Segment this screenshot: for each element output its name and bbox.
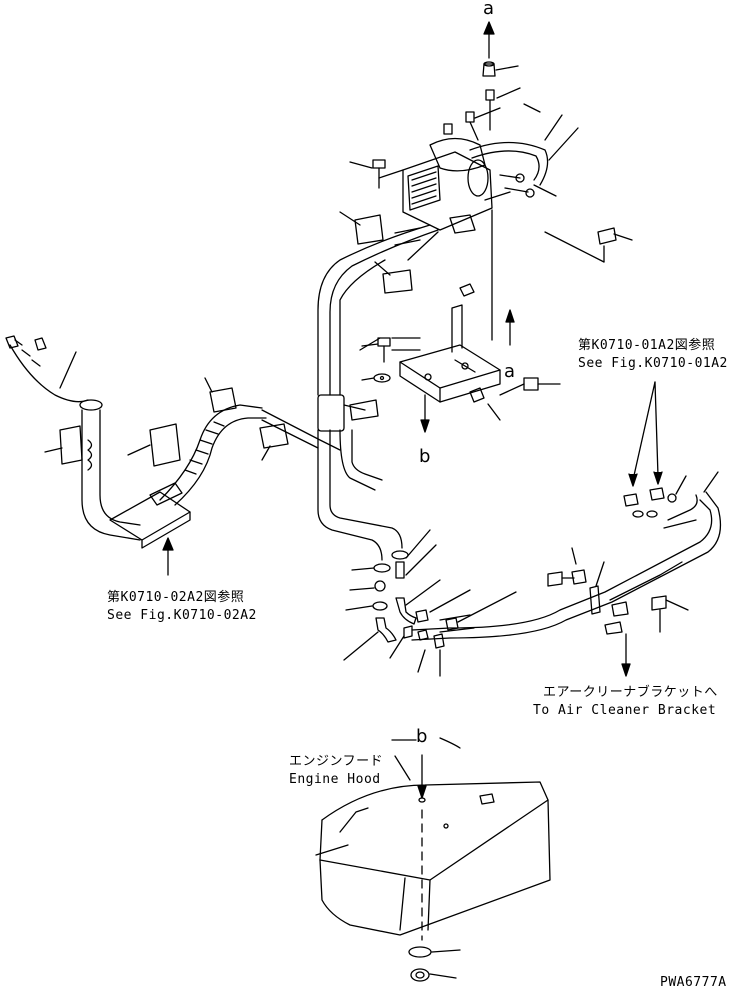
convoluted-tube xyxy=(127,377,341,506)
leader-lines xyxy=(359,103,541,421)
mounting-bracket xyxy=(399,283,501,403)
ref-b-bottom: b xyxy=(416,726,428,747)
ref-arrow-b-mid xyxy=(420,394,430,433)
harness-clamps xyxy=(317,211,421,432)
elbow-fitting xyxy=(482,61,519,77)
callout-engine-hood-jp: エンジンフード xyxy=(289,754,384,769)
callout-k0710-02a2-jp: 第K0710-02A2図参照 xyxy=(107,590,245,605)
callout-k0710-02a2-en: See Fig.K0710-02A2 xyxy=(107,608,257,623)
heater-hoses xyxy=(469,114,579,198)
ref-b-mid: b xyxy=(419,446,431,467)
callout-k0710-01a2-jp: 第K0710-01A2図参照 xyxy=(578,338,716,353)
ref-arrow-air-cleaner xyxy=(621,633,631,677)
connectors xyxy=(443,87,521,141)
callout-air-cleaner-en: To Air Cleaner Bracket xyxy=(533,703,717,718)
ref-b-bracket xyxy=(439,737,461,749)
drawing-id: PWA6777A xyxy=(660,975,727,990)
ref-a-top: a xyxy=(483,0,495,19)
bolt-and-washer xyxy=(361,337,391,383)
bolt-top-left xyxy=(349,159,404,189)
bolt-right xyxy=(544,227,633,263)
hood-bolt-axis xyxy=(408,754,461,982)
callout-air-cleaner-jp: エアークリーナブラケットへ xyxy=(543,685,718,700)
bolt-bracket-right xyxy=(499,377,561,396)
hose-harness-main xyxy=(317,224,439,561)
left-bracket xyxy=(109,482,191,549)
callout-k0710-01a2-en: See Fig.K0710-01A2 xyxy=(578,356,728,371)
ref-arrow-a-mid xyxy=(491,209,515,346)
tee-fittings xyxy=(623,381,665,518)
pipe-clamps xyxy=(547,547,689,635)
ref-arrow-a-top xyxy=(483,21,495,59)
long-pipe xyxy=(411,471,722,677)
fitting-stack xyxy=(343,529,441,661)
engine-hood xyxy=(315,739,551,936)
ref-arrow-02a2 xyxy=(162,537,174,576)
ref-a-mid: a xyxy=(504,361,516,382)
left-harness xyxy=(5,335,141,541)
callout-engine-hood-en: Engine Hood xyxy=(289,772,381,787)
heater-unit xyxy=(402,137,511,234)
